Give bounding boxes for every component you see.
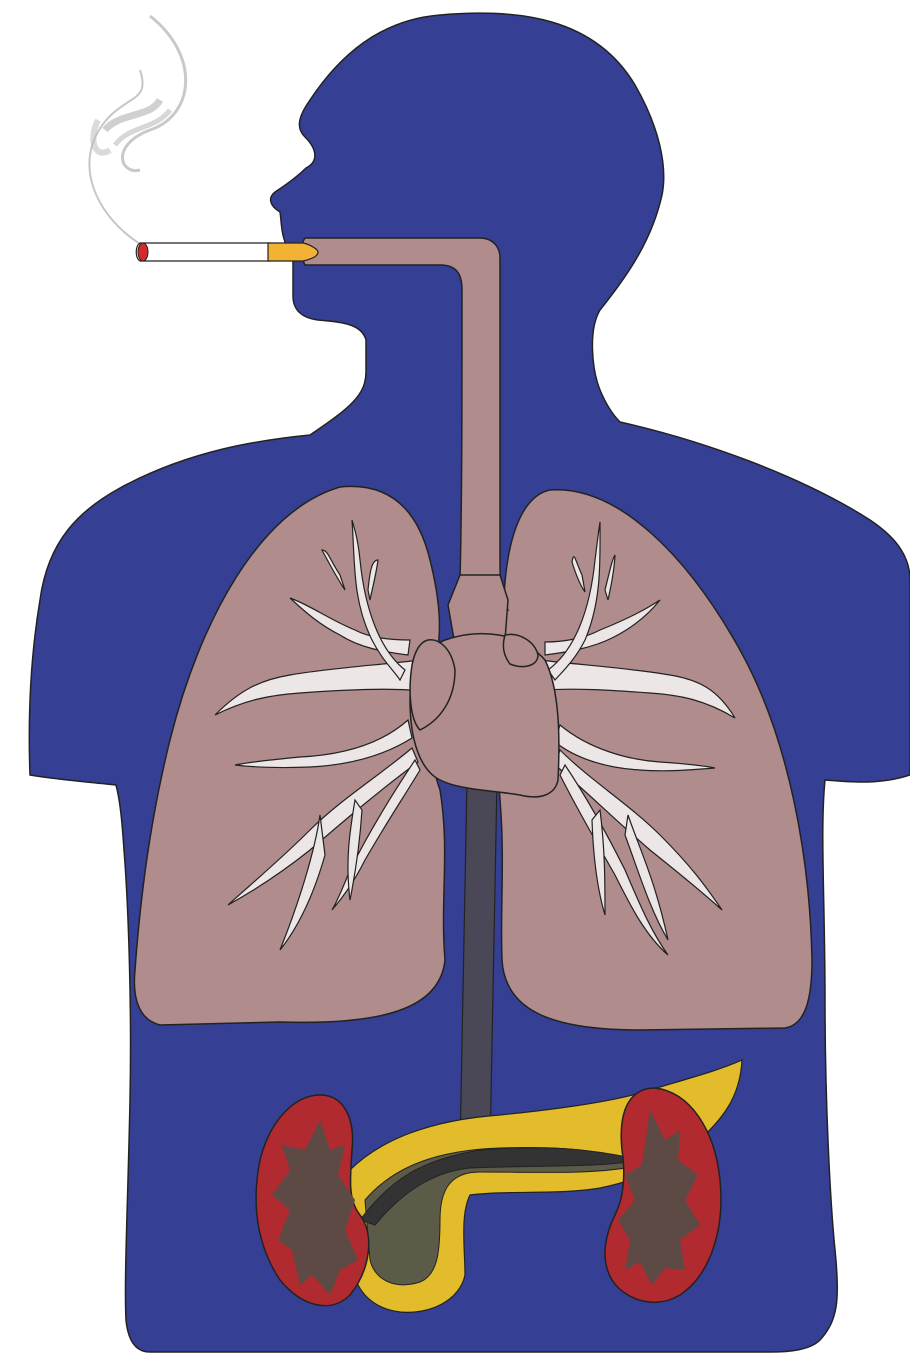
smoke-icon — [89, 16, 185, 244]
smoke-trail — [89, 70, 142, 244]
cigarette-ember — [138, 243, 148, 261]
smoke-trail — [123, 16, 186, 171]
cigarette-paper — [136, 243, 270, 261]
cigarette-filter — [268, 243, 318, 261]
esophagus — [460, 780, 497, 1150]
cigarette-icon — [136, 243, 318, 261]
